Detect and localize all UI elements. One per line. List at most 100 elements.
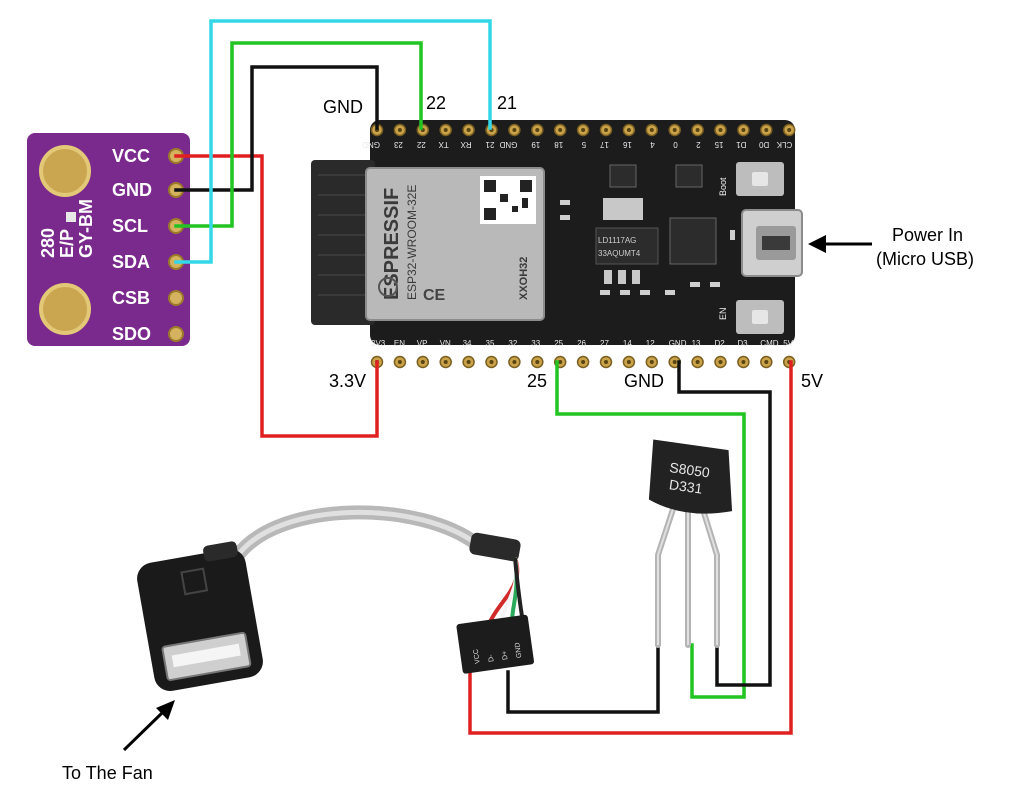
wire-collector-usb-gnd bbox=[506, 643, 660, 714]
bottom-pin-label-17: CMD bbox=[760, 339, 778, 348]
bottom-pin-hole-3 bbox=[443, 360, 448, 364]
regulator-line1: LD1117AG bbox=[598, 236, 636, 245]
top-pin-label-3: TX bbox=[438, 140, 449, 149]
sensor-pin-csb: CSB bbox=[112, 288, 150, 308]
top-pin-hole-18 bbox=[787, 128, 792, 132]
bmp280-sensor-board: GY-BM E/P 280 VCC GND SCL SDA CSB SDO bbox=[27, 133, 190, 346]
sensor-pin-sda: SDA bbox=[112, 252, 150, 272]
sensor-pin-scl: SCL bbox=[112, 216, 148, 236]
top-pin-hole-13 bbox=[672, 128, 677, 132]
sensor-pin-gnd: GND bbox=[112, 180, 152, 200]
bottom-pin-hole-9 bbox=[581, 360, 586, 364]
to-fan-arrow bbox=[122, 700, 175, 752]
boot-label: Boot bbox=[718, 177, 728, 196]
top-pin-hole-16 bbox=[741, 128, 746, 132]
bottom-pin-hole-6 bbox=[512, 360, 517, 364]
label-3v3: 3.3V bbox=[329, 371, 366, 391]
top-pin-hole-17 bbox=[764, 128, 769, 132]
bottom-pin-label-6: 32 bbox=[508, 339, 517, 348]
wire-scl-22 bbox=[174, 41, 423, 228]
bottom-pin-label-2: VP bbox=[417, 339, 428, 348]
bottom-pin-label-11: 14 bbox=[623, 339, 632, 348]
bottom-pin-label-3: VN bbox=[440, 339, 451, 348]
top-pin-label-12: 4 bbox=[650, 140, 655, 149]
header-pin-gnd: GND bbox=[514, 642, 523, 658]
esp32-module-name: ESP32-WROOM-32E bbox=[405, 185, 419, 300]
usb-trident-icon bbox=[180, 567, 209, 596]
bottom-pin-label-8: 25 bbox=[554, 339, 563, 348]
top-pin-hole-7 bbox=[535, 128, 540, 132]
bottom-pin-hole-1 bbox=[397, 360, 402, 364]
bottom-pin-label-12: 12 bbox=[646, 339, 655, 348]
ce-mark: CE bbox=[423, 287, 446, 304]
bottom-pin-hole-15 bbox=[718, 360, 723, 364]
top-pin-label-4: RX bbox=[460, 140, 472, 149]
top-pin-label-2: 22 bbox=[416, 140, 425, 149]
top-pin-label-10: 17 bbox=[600, 140, 609, 149]
bottom-pin-hole-16 bbox=[741, 360, 746, 364]
label-gnd-top: GND bbox=[323, 97, 363, 117]
bottom-pin-label-13: GND bbox=[669, 339, 687, 348]
usb-female-cable bbox=[137, 505, 525, 692]
esp32-brand: ESPRESSIF bbox=[381, 188, 403, 300]
header-pin-vcc: VCC bbox=[473, 649, 482, 665]
regulator-line2: 33AQUMT4 bbox=[598, 249, 641, 258]
bottom-pin-hole-10 bbox=[604, 360, 608, 364]
sensor-model-line2: E/P bbox=[57, 229, 77, 258]
voltage-regulator bbox=[595, 227, 659, 265]
label-pin-25: 25 bbox=[527, 371, 547, 391]
bottom-pin-hole-14 bbox=[695, 360, 700, 364]
sensor-model-line3: 280 bbox=[38, 228, 58, 258]
top-pin-hole-6 bbox=[512, 128, 517, 132]
top-pin-hole-1 bbox=[397, 128, 402, 132]
top-pin-hole-8 bbox=[558, 128, 563, 132]
top-pin-hole-10 bbox=[604, 128, 608, 132]
bottom-pin-label-9: 26 bbox=[577, 339, 586, 348]
top-pin-label-15: 15 bbox=[714, 140, 723, 149]
header-pin-dminus: D- bbox=[488, 653, 496, 662]
top-pin-label-5: 21 bbox=[485, 140, 494, 149]
bottom-pin-label-15: D2 bbox=[715, 339, 726, 348]
esp32-fcc-id: XXOH32 bbox=[518, 257, 530, 300]
label-pin-21: 21 bbox=[497, 93, 517, 113]
top-pin-hole-4 bbox=[466, 128, 471, 132]
label-micro-usb: (Micro USB) bbox=[876, 249, 974, 269]
bottom-pin-label-18: 5V bbox=[783, 339, 793, 348]
top-pin-label-1: 23 bbox=[393, 140, 402, 149]
transistor-line2: D331 bbox=[668, 476, 704, 497]
top-pin-label-11: 16 bbox=[622, 140, 631, 149]
bottom-pin-hole-13 bbox=[672, 360, 677, 364]
top-pin-label-7: 19 bbox=[531, 140, 540, 149]
usb-fan-header: VCC D- D+ GND bbox=[456, 614, 534, 674]
label-5v: 5V bbox=[801, 371, 823, 391]
bottom-pin-hole-12 bbox=[649, 360, 654, 364]
bottom-pin-label-10: 27 bbox=[600, 339, 609, 348]
sensor-pad-sdo bbox=[168, 326, 184, 342]
top-pin-label-8: 18 bbox=[554, 140, 563, 149]
label-gnd-bottom: GND bbox=[624, 371, 664, 391]
bottom-pin-label-14: 13 bbox=[692, 339, 701, 348]
header-pin-dplus: D+ bbox=[501, 650, 509, 660]
top-pin-label-18: CLK bbox=[776, 140, 792, 149]
bottom-pin-hole-17 bbox=[764, 360, 769, 364]
bottom-pin-label-4: 34 bbox=[463, 339, 472, 348]
top-pin-hole-14 bbox=[695, 128, 700, 132]
transistor-line1: S8050 bbox=[668, 459, 711, 481]
top-pin-label-16: D1 bbox=[736, 140, 747, 149]
power-in-arrow bbox=[808, 235, 872, 253]
top-pin-label-9: 5 bbox=[581, 140, 586, 149]
bottom-pin-hole-4 bbox=[466, 360, 471, 364]
bottom-pin-label-7: 33 bbox=[531, 339, 540, 348]
wire-5v-usb-vcc bbox=[468, 360, 793, 735]
wifi-logo bbox=[378, 277, 398, 297]
esp32-devkit-board: ESPRESSIF ESP32-WROOM-32E XXOH32 CE LD11… bbox=[311, 120, 803, 369]
sensor-pad-csb bbox=[168, 290, 184, 306]
en-label: EN bbox=[718, 307, 728, 320]
bottom-pin-label-0: 3V3 bbox=[371, 339, 386, 348]
top-pin-label-14: 2 bbox=[696, 140, 701, 149]
bottom-pin-hole-2 bbox=[420, 360, 425, 364]
bottom-pin-label-16: D3 bbox=[737, 339, 748, 348]
wire-sda-21 bbox=[174, 19, 492, 264]
